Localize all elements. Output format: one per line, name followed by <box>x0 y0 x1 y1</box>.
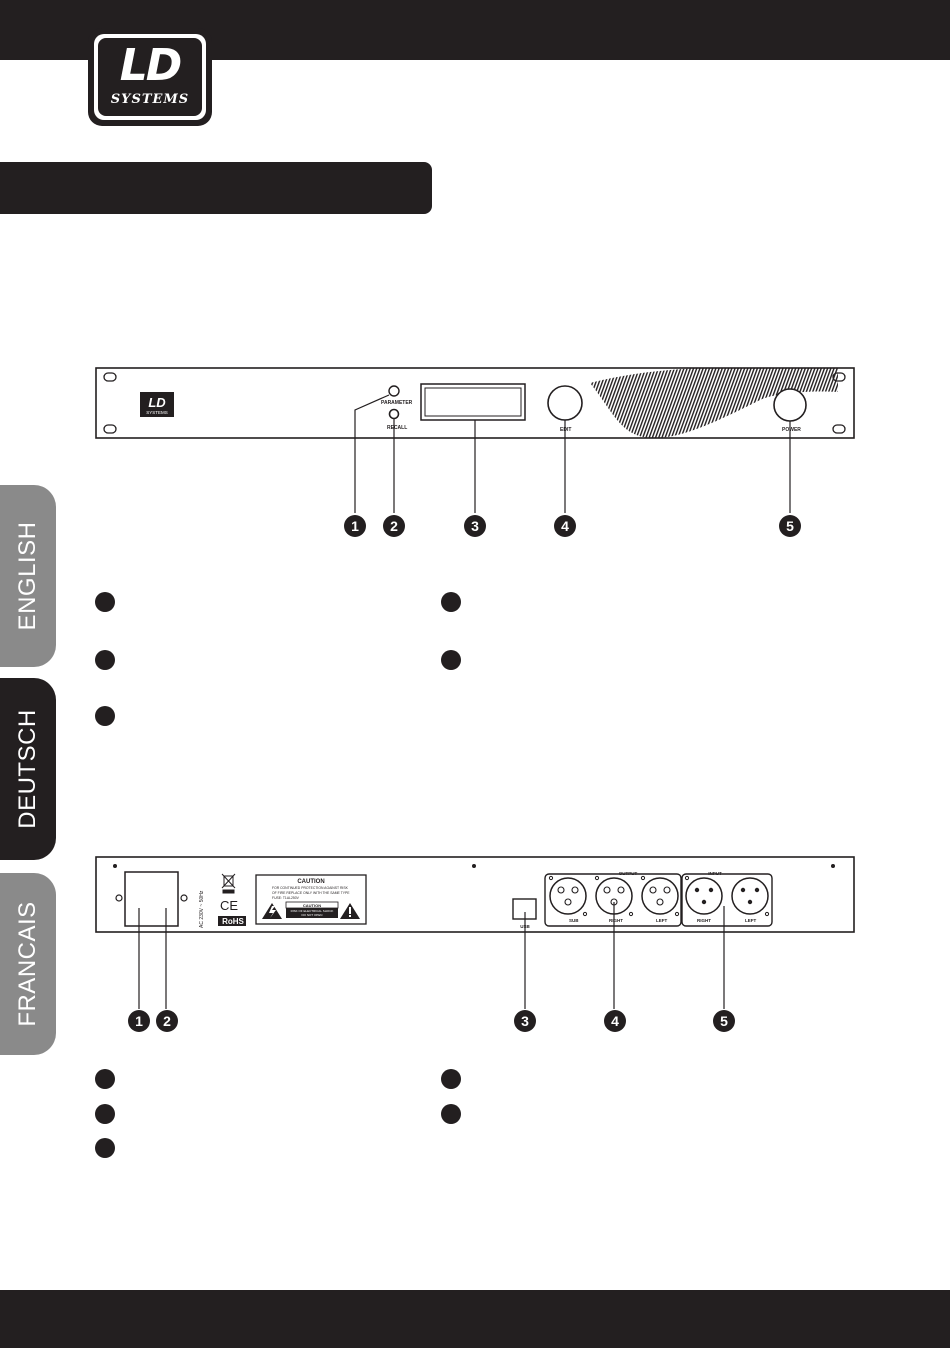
svg-text:4: 4 <box>561 518 569 534</box>
parameter-label: PARAMETER <box>381 400 413 406</box>
rear-bullet-3 <box>95 1138 115 1158</box>
section-heading-bar <box>0 162 432 214</box>
ce-mark: CE <box>220 898 238 913</box>
rack-ear-hole <box>103 424 117 434</box>
front-bullet-2 <box>95 650 115 670</box>
caution-box-line-1: RISK OF ELECTRICAL SHOCK <box>291 909 334 913</box>
parameter-led <box>388 385 400 397</box>
front-panel-diagram: LD SYSTEMS PARAMETER RECALL EDIT POWER 1… <box>95 367 855 537</box>
power-switch[interactable] <box>773 388 807 422</box>
logo-subtitle: SYSTEMS <box>110 92 190 107</box>
front-callout-2: 2 <box>383 515 405 537</box>
front-callout-4: 4 <box>554 515 576 537</box>
rear-leader-lines <box>138 902 725 1009</box>
rear-panel-diagram: AC 230V ~ 50Hz CE RoHS CAUTION FOR CONTI… <box>95 856 855 1032</box>
rear-bullet-5 <box>441 1104 461 1124</box>
output-left-xlr[interactable] <box>640 875 680 917</box>
tab-deutsch-label: DEUTSCH <box>14 709 41 829</box>
tab-francais[interactable]: FRANCAIS <box>0 873 56 1055</box>
rohs-badge <box>218 916 246 926</box>
front-bullet-1 <box>95 592 115 612</box>
rear-screw <box>831 864 835 868</box>
power-spec-label: AC 230V ~ 50Hz <box>199 890 205 928</box>
rack-ear-hole <box>103 372 117 382</box>
footer-bar <box>0 1290 950 1348</box>
exclamation-bar <box>349 907 351 914</box>
rear-bullet-1 <box>95 1069 115 1089</box>
exclamation-dot <box>349 915 351 917</box>
svg-text:2: 2 <box>390 518 398 534</box>
ld-systems-logo: LD SYSTEMS <box>88 28 212 126</box>
rear-callout-4: 4 <box>604 1010 626 1032</box>
input-left-xlr[interactable] <box>731 877 770 917</box>
front-bullet-4 <box>441 592 461 612</box>
input-right-xlr[interactable] <box>684 875 723 915</box>
front-logo-badge <box>140 392 174 417</box>
recall-button[interactable] <box>388 408 400 420</box>
svg-text:1: 1 <box>351 518 359 534</box>
svg-text:3: 3 <box>471 518 479 534</box>
rear-bullet-2 <box>95 1104 115 1124</box>
front-callout-3: 3 <box>464 515 486 537</box>
tab-english[interactable]: ENGLISH <box>0 485 56 667</box>
svg-text:5: 5 <box>786 518 794 534</box>
lcd-window <box>424 387 522 417</box>
recall-label: RECALL <box>387 425 407 431</box>
rohs-label: RoHS <box>222 917 244 926</box>
caution-box-title: CAUTION <box>303 903 321 908</box>
inlet-screw <box>115 894 123 902</box>
rear-bullet-4 <box>441 1069 461 1089</box>
tab-deutsch[interactable]: DEUTSCH <box>0 678 56 860</box>
front-bullet-5 <box>441 650 461 670</box>
rear-callout-5: 5 <box>713 1010 735 1032</box>
svg-text:5: 5 <box>720 1013 728 1029</box>
input-right-label: RIGHT <box>697 918 711 923</box>
output-sub-label: SUB <box>569 918 579 923</box>
front-callout-5: 5 <box>779 515 801 537</box>
front-logo-sub: SYSTEMS <box>146 410 168 415</box>
rear-callout-2: 2 <box>156 1010 178 1032</box>
caution-title: CAUTION <box>297 879 324 885</box>
inlet-screw <box>180 894 188 902</box>
edit-encoder-knob[interactable] <box>547 385 583 421</box>
rear-callout-1: 1 <box>128 1010 150 1032</box>
lightning-bolt-icon <box>269 906 276 918</box>
caution-line-3: FUSE: T1AL250V <box>272 896 300 900</box>
weee-bin-icon <box>221 873 236 894</box>
front-logo-brand: LD <box>148 395 166 410</box>
caution-box-line-2: DO NOT OPEN <box>302 913 323 917</box>
caution-line-2: OF FIRE REPLACE ONLY WITH THE SAME TYPE <box>272 891 350 895</box>
svg-text:1: 1 <box>135 1013 143 1029</box>
front-bullet-3 <box>95 706 115 726</box>
rear-callout-3: 3 <box>514 1010 536 1032</box>
svg-text:4: 4 <box>611 1013 619 1029</box>
rear-screw <box>113 864 117 868</box>
svg-text:2: 2 <box>163 1013 171 1029</box>
output-right-label: RIGHT <box>609 918 623 923</box>
power-inlet[interactable] <box>124 871 179 927</box>
front-leader-lines <box>354 394 791 513</box>
power-label: POWER <box>782 427 801 433</box>
caution-warning-bar <box>286 908 338 918</box>
caution-line-1: FOR CONTINUED PROTECTION AGAINST RISK <box>272 886 349 890</box>
input-group-label: INPUT <box>708 871 722 876</box>
svg-text:3: 3 <box>521 1013 529 1029</box>
output-group-label: OUTPUT <box>619 871 638 876</box>
rear-screw <box>472 864 476 868</box>
rack-ear-hole <box>832 424 846 434</box>
output-left-label: LEFT <box>656 918 667 923</box>
front-callout-1: 1 <box>344 515 366 537</box>
edit-label: EDIT <box>560 427 571 433</box>
input-left-label: LEFT <box>745 918 756 923</box>
lcd-display <box>420 383 526 421</box>
logo-brand: LD <box>119 40 183 91</box>
output-sub-xlr[interactable] <box>548 875 588 917</box>
